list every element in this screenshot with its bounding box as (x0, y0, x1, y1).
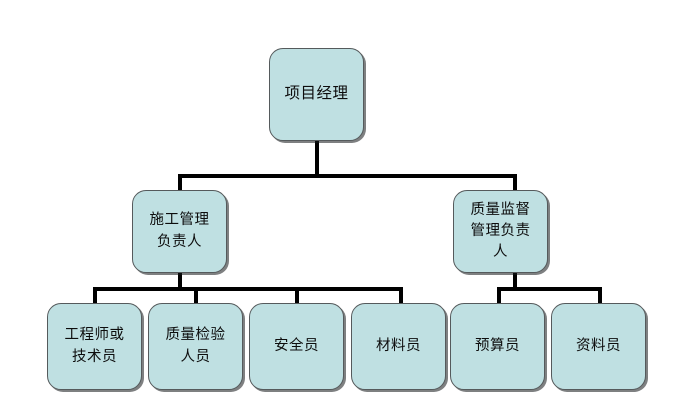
node-quality-supervision-lead[interactable]: 质量监督 管理负责 人 (453, 190, 548, 273)
node-label: 质量检验 人员 (165, 327, 226, 365)
node-label: 材料员 (376, 337, 421, 354)
connector-drop-construction-lead (178, 174, 182, 192)
node-label: 项目经理 (284, 85, 349, 103)
node-materials-officer[interactable]: 材料员 (351, 303, 446, 390)
node-label: 资料员 (576, 337, 621, 354)
connector-drop-documentation-officer (598, 287, 602, 304)
node-label: 施工管理 负责人 (149, 212, 210, 250)
connector-quality-lead-stem (513, 272, 517, 290)
connector-drop-quality-lead (513, 174, 517, 192)
node-documentation-officer[interactable]: 资料员 (551, 303, 646, 390)
node-budget-officer[interactable]: 预算员 (450, 303, 545, 390)
connector-level3-bus-right (497, 287, 602, 291)
connector-drop-safety-officer (295, 287, 299, 304)
connector-drop-budget-officer (497, 287, 501, 304)
node-quality-inspector[interactable]: 质量检验 人员 (148, 303, 243, 390)
connector-drop-materials-officer (399, 287, 403, 304)
connector-drop-quality-inspector (194, 287, 198, 304)
connector-construction-lead-stem (178, 272, 182, 290)
node-label: 质量监督 管理负责 人 (470, 201, 531, 260)
connector-level3-bus-left (93, 287, 403, 291)
node-label: 安全员 (274, 337, 319, 354)
node-project-manager[interactable]: 项目经理 (269, 48, 364, 141)
node-engineer-or-technician[interactable]: 工程师或 技术员 (47, 303, 142, 390)
node-construction-management-lead[interactable]: 施工管理 负责人 (132, 190, 227, 273)
node-label: 预算员 (475, 337, 520, 354)
node-safety-officer[interactable]: 安全员 (249, 303, 344, 390)
connector-drop-engineer (93, 287, 97, 304)
node-label: 工程师或 技术员 (64, 327, 125, 365)
connector-pm-stem (315, 140, 319, 176)
connector-level2-bus (178, 174, 517, 178)
